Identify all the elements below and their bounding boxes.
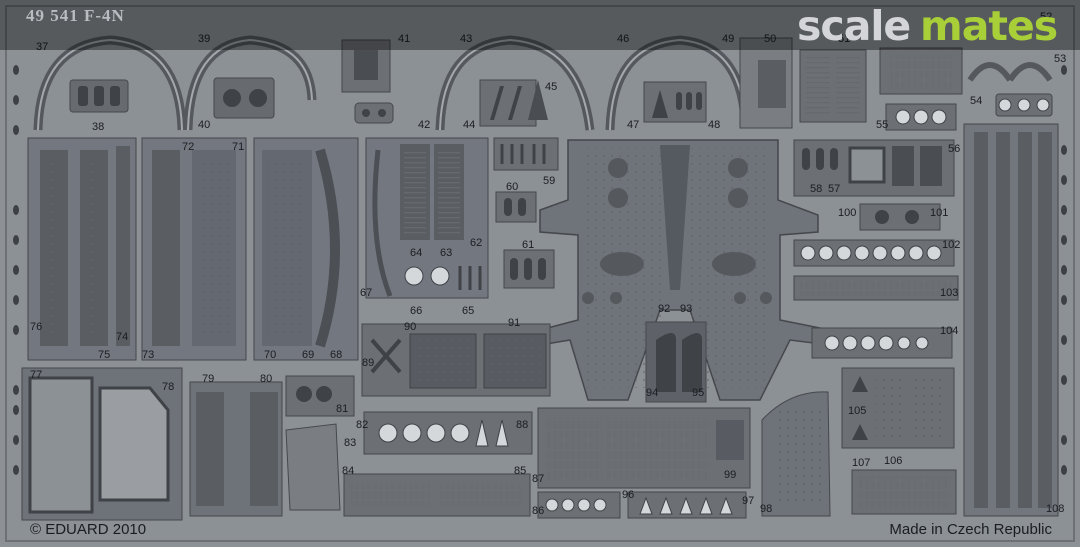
part-number: 67 xyxy=(360,287,372,299)
part-number: 49 xyxy=(722,33,734,45)
part-number: 77 xyxy=(30,369,42,381)
part-number: 64 xyxy=(410,247,422,259)
part-number: 76 xyxy=(30,321,42,333)
part-number: 59 xyxy=(543,175,555,187)
part-number: 48 xyxy=(708,119,720,131)
part-number: 75 xyxy=(98,349,110,361)
part-number: 78 xyxy=(162,381,174,393)
part-number: 82 xyxy=(356,419,368,431)
part-number: 66 xyxy=(410,305,422,317)
left-panels xyxy=(27,137,359,361)
watermark-logo-scale: scale xyxy=(797,2,911,50)
part-number: 96 xyxy=(622,489,634,501)
part-number: 98 xyxy=(760,503,772,515)
part-number: 99 xyxy=(724,469,736,481)
part-number: 104 xyxy=(940,325,958,337)
part-number: 41 xyxy=(398,33,410,45)
part-number: 79 xyxy=(202,373,214,385)
part-number: 88 xyxy=(516,419,528,431)
part-number: 106 xyxy=(884,455,902,467)
part-number: 81 xyxy=(336,403,348,415)
part-number: 93 xyxy=(680,303,692,315)
part-number: 107 xyxy=(852,457,870,469)
part-number: 63 xyxy=(440,247,452,259)
part-number: 57 xyxy=(828,183,840,195)
part-number: 90 xyxy=(404,321,416,333)
part-number: 43 xyxy=(460,33,472,45)
part-number: 105 xyxy=(848,405,866,417)
right-long-rails xyxy=(963,123,1059,517)
part-number: 87 xyxy=(532,473,544,485)
part-number: 65 xyxy=(462,305,474,317)
part-number: 42 xyxy=(418,119,430,131)
top-header-band xyxy=(0,0,1080,50)
part-number: 53 xyxy=(1054,53,1066,65)
part-number: 45 xyxy=(545,81,557,93)
part-number-labels: 37 38 39 40 41 42 43 44 45 46 47 48 49 5… xyxy=(30,11,1066,517)
part-number: 47 xyxy=(627,119,639,131)
edge-cutouts-left xyxy=(13,65,19,475)
part-number: 97 xyxy=(742,495,754,507)
part-number: 54 xyxy=(970,95,982,107)
watermark-logo-mates: mates xyxy=(920,2,1058,50)
part-number: 69 xyxy=(302,349,314,361)
part-number: 70 xyxy=(264,349,276,361)
part-number: 61 xyxy=(522,239,534,251)
part-number: 108 xyxy=(1046,503,1064,515)
part-number: 40 xyxy=(198,119,210,131)
part-number: 101 xyxy=(930,207,948,219)
fret-code: 49 541 F-4N xyxy=(26,6,125,25)
part-number: 91 xyxy=(508,317,520,329)
part-number: 72 xyxy=(182,141,194,153)
part-number: 37 xyxy=(36,41,48,53)
part-number: 38 xyxy=(92,121,104,133)
part-number: 84 xyxy=(342,465,354,477)
part-number: 103 xyxy=(940,287,958,299)
copyright-text: © EDUARD 2010 xyxy=(30,521,147,538)
part-number: 95 xyxy=(692,387,704,399)
part-number: 51 xyxy=(838,33,850,45)
part-number: 92 xyxy=(658,303,670,315)
part-number: 85 xyxy=(514,465,526,477)
part-number: 62 xyxy=(470,237,482,249)
part-number: 100 xyxy=(838,207,856,219)
part-number: 68 xyxy=(330,349,342,361)
part-number: 52 xyxy=(1040,11,1052,23)
part-number: 94 xyxy=(646,387,658,399)
part-number: 44 xyxy=(463,119,475,131)
part-number: 58 xyxy=(810,183,822,195)
part-number: 102 xyxy=(942,239,960,251)
edge-cutouts-right xyxy=(1061,65,1067,475)
part-number: 86 xyxy=(532,505,544,517)
part-number: 83 xyxy=(344,437,356,449)
part-number: 46 xyxy=(617,33,629,45)
part-number: 73 xyxy=(142,349,154,361)
part-number: 71 xyxy=(232,141,244,153)
part-number: 74 xyxy=(116,331,128,343)
part-number: 56 xyxy=(948,143,960,155)
part-number: 39 xyxy=(198,33,210,45)
central-instrument-panel xyxy=(539,139,831,401)
origin-text: Made in Czech Republic xyxy=(889,521,1052,538)
part-number: 89 xyxy=(362,357,374,369)
part-number: 50 xyxy=(764,33,776,45)
part-number: 60 xyxy=(506,181,518,193)
part-number: 80 xyxy=(260,373,272,385)
part-number: 55 xyxy=(876,119,888,131)
